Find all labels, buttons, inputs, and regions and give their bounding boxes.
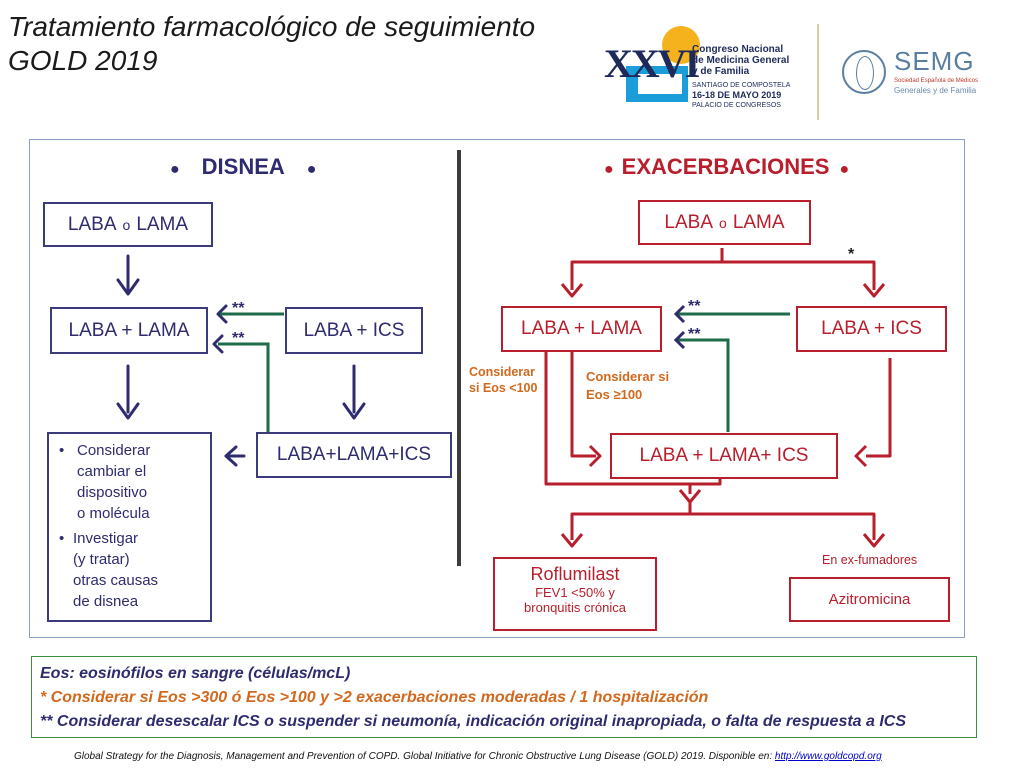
chevron-down-icon: [560, 283, 584, 298]
exacerbations-triple-box: LABA + LAMA+ ICS: [610, 433, 838, 479]
roflumilast-box: Roflumilast FEV1 <50% y bronquitis cróni…: [493, 557, 657, 631]
exacerbations-heading: ●EXACERBACIONES●: [604, 154, 850, 179]
roflumilast-criteria-1: FEV1 <50% y: [535, 585, 615, 600]
legend-box: Eos: eosinófilos en sangre (células/mcL)…: [31, 656, 977, 738]
roflumilast-criteria-2: bronquitis crónica: [524, 600, 626, 615]
chevron-left-icon: [224, 445, 238, 467]
double-star-4: **: [688, 326, 701, 343]
reference-link[interactable]: http://www.goldcopd.org: [774, 751, 882, 762]
congress-number: XXVI: [604, 41, 700, 86]
semg-name: SEMG: [894, 46, 975, 76]
chevron-right-icon: [588, 444, 602, 468]
ex-smokers-label: En ex-fumadores: [822, 553, 918, 567]
semg-subtitle-1: Sociedad Española de Médicos: [894, 78, 979, 84]
azithromycin-box: Azitromicina: [789, 577, 950, 622]
exacerbations-laba-lama-box: LABA + LAMA: [501, 306, 662, 352]
chevron-down-icon: [560, 533, 584, 548]
arrow-split-to-azithro: [690, 512, 876, 540]
chevron-left-icon: [673, 304, 686, 324]
arrow-labaics-to-triple-red: [866, 358, 892, 458]
reference: Global Strategy for the Diagnosis, Manag…: [74, 751, 882, 762]
chevron-left-icon: [673, 330, 686, 350]
double-star-3: **: [688, 298, 701, 315]
logo-divider: [817, 24, 819, 120]
arrow-start-to-labalama-red: [570, 248, 724, 290]
congress-place: SANTIAGO DE COMPOSTELA: [692, 82, 791, 89]
exacerbations-laba-ics-box: LABA + ICS: [796, 306, 947, 352]
globe-icon: [842, 50, 886, 94]
arrow-triple-to-labalama-green: [676, 338, 730, 432]
semg-logo: SEMG Sociedad Española de Médicos Genera…: [842, 44, 992, 104]
semg-subtitle-2: Generales y de Familia: [894, 86, 977, 95]
chevron-down-icon: [862, 533, 886, 548]
chevron-down-icon: [862, 283, 886, 298]
legend-double-star: ** Considerar desescalar ICS o suspender…: [40, 713, 907, 730]
arrow-triple-to-labalama: [218, 342, 270, 432]
dyspnea-consider-box: • Considerar cambiar el dispositivo o mo…: [47, 432, 212, 622]
note-eos-under-100: Considerar si Eos <100: [469, 365, 538, 395]
note-eos-over-100: Considerar si Eos ≥100: [586, 369, 670, 402]
consider-bullet-1: • Considerar cambiar el dispositivo o mo…: [59, 442, 151, 522]
arrow-start-to-labaics-red: [722, 260, 876, 290]
reference-text: Global Strategy for the Diagnosis, Manag…: [74, 751, 773, 762]
chevron-left-icon: [854, 444, 868, 468]
arrow-labalama-to-triple-red: [570, 352, 596, 458]
single-star: *: [848, 246, 855, 263]
dyspnea-triple-box: LABA+LAMA+ICS: [256, 432, 452, 478]
title-line-2: GOLD 2019: [8, 45, 158, 76]
dyspnea-laba-lama-box: LABA + LAMA: [50, 307, 208, 354]
double-star-2: **: [232, 330, 245, 347]
arrow-labalama-to-split: [544, 352, 692, 494]
double-star-1: **: [232, 300, 245, 317]
arrow-split-to-roflumilast: [570, 502, 692, 540]
legend-single-star: * Considerar si Eos >300 ó Eos >100 y >2…: [40, 689, 709, 706]
title-line-1: Tratamiento farmacológico de seguimiento: [8, 11, 536, 42]
congress-logo: XXVI Congreso Nacional de Medicina Gener…: [604, 26, 814, 109]
chevron-down-icon: [116, 278, 140, 296]
arrow-triple-to-split: [690, 480, 722, 486]
legend-eos: Eos: eosinófilos en sangre (células/mcL): [40, 665, 351, 682]
chevron-down-icon: [342, 402, 366, 420]
consider-bullet-2: • Investigar (y tratar) otras causas de …: [59, 530, 159, 610]
congress-venue: PALACIO DE CONGRESOS: [692, 102, 781, 109]
chevron-left-icon: [216, 304, 228, 324]
column-divider: [457, 150, 461, 566]
sun-icon: [662, 26, 700, 64]
roflumilast-title: Roflumilast: [530, 564, 620, 584]
slide-title: Tratamiento farmacológico de seguimiento…: [8, 10, 535, 78]
treatment-diagram: [29, 139, 965, 638]
dyspnea-laba-ics-box: LABA + ICS: [285, 307, 423, 354]
chevron-down-icon: [116, 402, 140, 420]
congress-name: Congreso Nacional de Medicina General y …: [692, 44, 790, 77]
congress-dates: 16-18 DE MAYO 2019: [692, 90, 782, 100]
dyspnea-heading: ●DISNEA●: [170, 154, 317, 179]
chevron-left-icon: [212, 334, 224, 354]
